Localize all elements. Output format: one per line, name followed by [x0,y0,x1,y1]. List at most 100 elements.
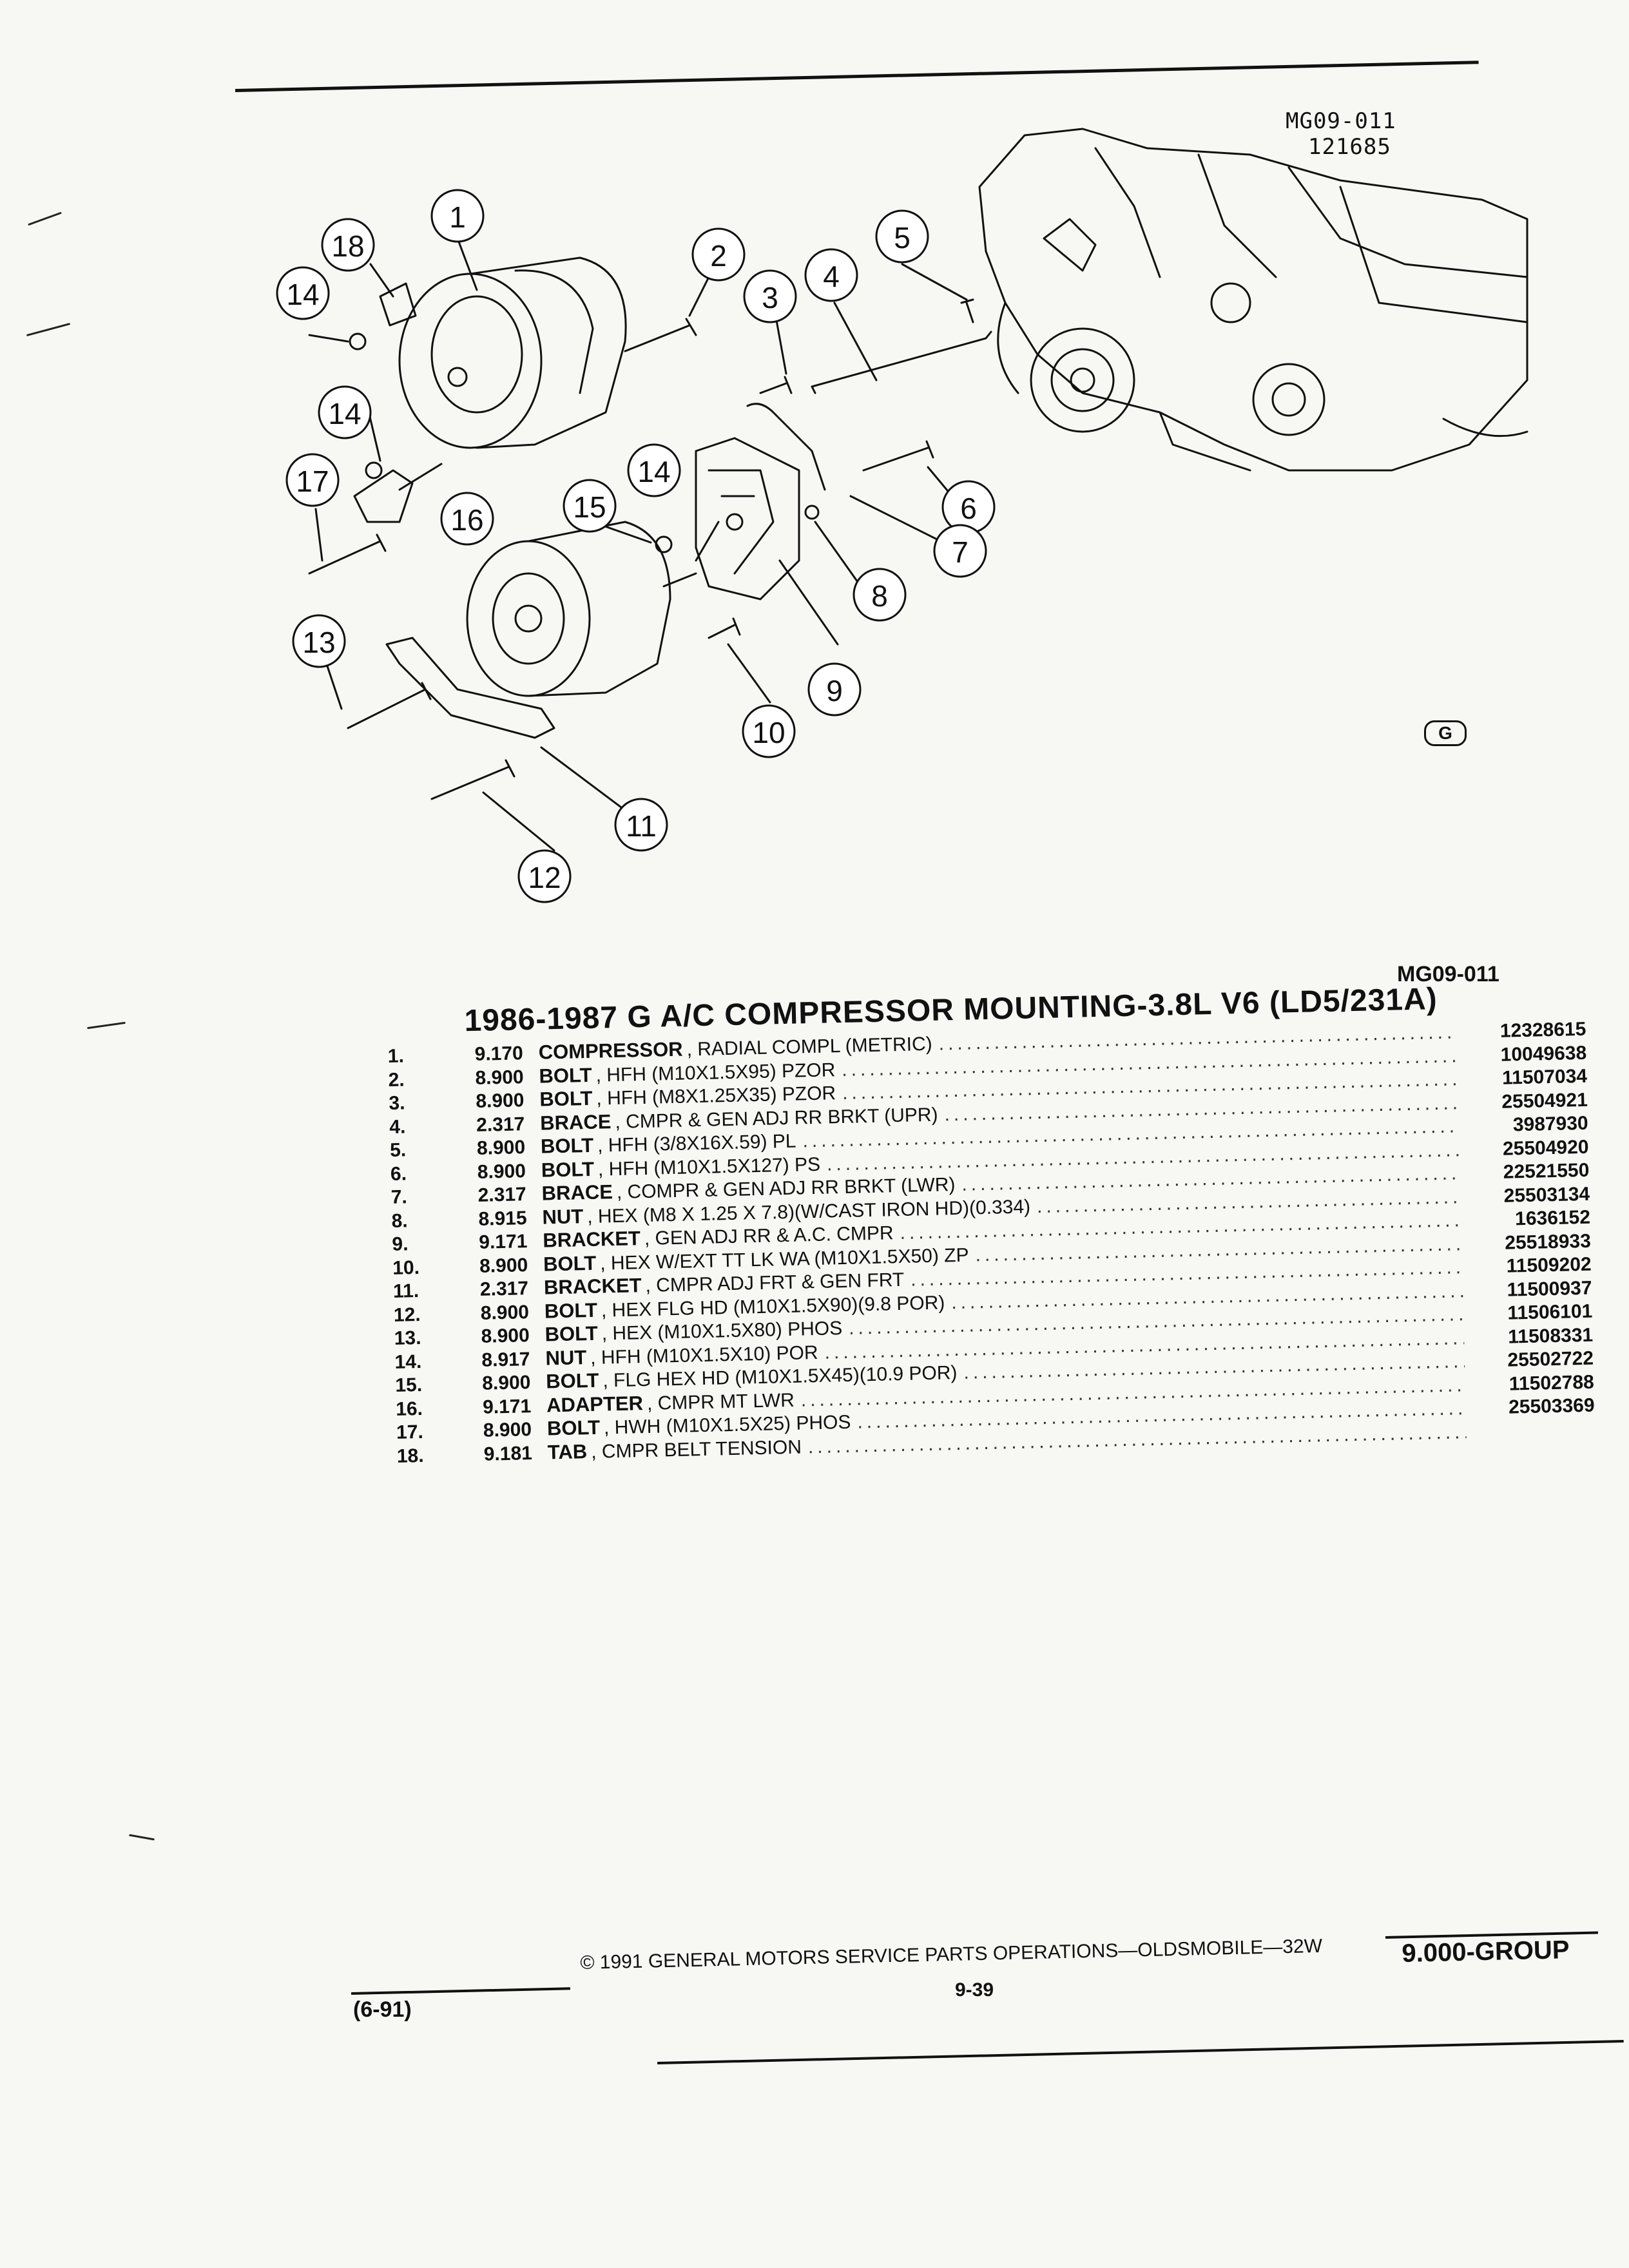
svg-text:17: 17 [296,465,329,498]
callout-12: 12 [517,849,572,903]
exploded-parts-diagram: 1 2 3 4 5 6 7 8 9 10 11 12 13 14 14 14 1… [245,110,1534,934]
callout-14c: 14 [627,443,681,497]
callout-14a: 14 [276,266,330,320]
svg-text:1: 1 [449,200,466,234]
part-description: , CMPR MT LWR [646,1389,795,1414]
item-number: 6. [390,1162,407,1185]
callout-17: 17 [285,453,340,507]
copyright-line: © 1991 GENERAL MOTORS SERVICE PARTS OPER… [580,1935,1323,1974]
callout-9: 9 [807,662,862,716]
margin-mark [129,1834,155,1841]
part-name: NUT [542,1204,584,1229]
part-name: BOLT [544,1298,598,1323]
revision-date: (6-91) [353,1997,412,2022]
part-description: , CMPR BELT TENSION [590,1436,802,1463]
item-number: 15. [395,1374,423,1396]
part-number: 11508331 [1507,1324,1594,1348]
callout-4: 4 [804,248,858,302]
item-number: 17. [396,1421,424,1443]
part-number: 25504920 [1502,1136,1589,1160]
svg-text:14: 14 [286,278,319,311]
part-number: 11509202 [1506,1253,1592,1277]
group-number: 8.900 [481,1372,531,1394]
callout-13: 13 [292,614,346,668]
item-number: 5. [389,1139,407,1161]
callout-7: 7 [933,524,987,578]
part-number: 25503369 [1508,1394,1595,1418]
item-number: 16. [395,1398,423,1420]
part-number: 3987930 [1512,1112,1589,1136]
figure-code: MG09-011 [1397,962,1499,986]
callout-16: 16 [440,492,494,546]
svg-text:8: 8 [871,579,888,613]
margin-mark [87,1021,126,1030]
part-name: TAB [547,1439,588,1464]
svg-text:3: 3 [762,281,778,314]
svg-text:6: 6 [960,492,977,525]
margin-mark [28,211,62,226]
part-name: BRACKET [542,1227,641,1252]
item-number: 4. [389,1115,406,1138]
svg-text:9: 9 [826,674,843,707]
item-number: 7. [390,1186,408,1208]
part-name: BOLT [539,1086,593,1111]
group-number: 8.900 [483,1419,532,1441]
part-name: BOLT [545,1321,599,1346]
svg-text:4: 4 [823,260,840,293]
part-number [1473,1435,1595,1437]
svg-text:5: 5 [894,221,911,255]
g-body-badge: G [1424,720,1467,746]
group-number: 8.900 [477,1160,526,1183]
page-number: 9-39 [955,1979,994,2001]
item-number: 3. [389,1092,405,1114]
part-number: 25502722 [1507,1347,1594,1371]
callout-6: 6 [941,480,996,534]
bottom-rule [657,2039,1624,2064]
callout-18: 18 [321,218,375,272]
part-number: 12328615 [1499,1018,1586,1042]
group-number: 9.171 [482,1395,532,1418]
group-number: 8.900 [475,1066,524,1089]
item-number: 14. [394,1350,422,1373]
part-name: BOLT [545,1369,599,1393]
callout-8: 8 [853,568,907,622]
item-number: 9. [392,1233,409,1255]
compressor-illustration [398,256,627,449]
part-number: 11500937 [1507,1277,1592,1301]
group-number: 8.915 [478,1207,527,1230]
part-number: 10049638 [1500,1042,1587,1066]
group-number: 9.170 [474,1043,524,1065]
svg-text:13: 13 [302,626,335,659]
svg-text:12: 12 [528,861,561,894]
callout-2: 2 [691,227,746,282]
group-number: 8.900 [480,1301,530,1324]
group-number: 9.181 [483,1442,533,1465]
part-name: BOLT [540,1133,594,1158]
group-number: 2.317 [477,1184,527,1206]
group-label: 9.000-GROUP [1402,1936,1570,1968]
callout-3: 3 [743,269,797,323]
item-number: 11. [392,1280,419,1302]
group-number: 2.317 [476,1113,525,1136]
group-number: 9.171 [478,1231,528,1253]
item-number: 13. [394,1327,421,1349]
group-number: 8.917 [481,1348,530,1371]
callout-5: 5 [875,209,929,264]
part-name: BOLT [546,1416,601,1440]
g-badge-label: G [1438,723,1452,743]
part-number: 25504921 [1501,1089,1588,1113]
top-rule [235,61,1479,92]
part-name: ADAPTER [546,1391,644,1417]
callout-10: 10 [742,704,796,758]
callout-1: 1 [430,189,485,243]
item-number: 18. [396,1445,424,1467]
svg-text:18: 18 [331,229,364,263]
part-name: BOLT [543,1251,597,1276]
item-number: 8. [391,1209,408,1232]
callout-11: 11 [614,798,668,852]
part-number: 1636152 [1514,1206,1591,1230]
item-number: 10. [392,1256,420,1279]
callout-15: 15 [563,479,617,533]
part-number: 11502788 [1509,1371,1595,1395]
item-number: 2. [388,1068,405,1091]
